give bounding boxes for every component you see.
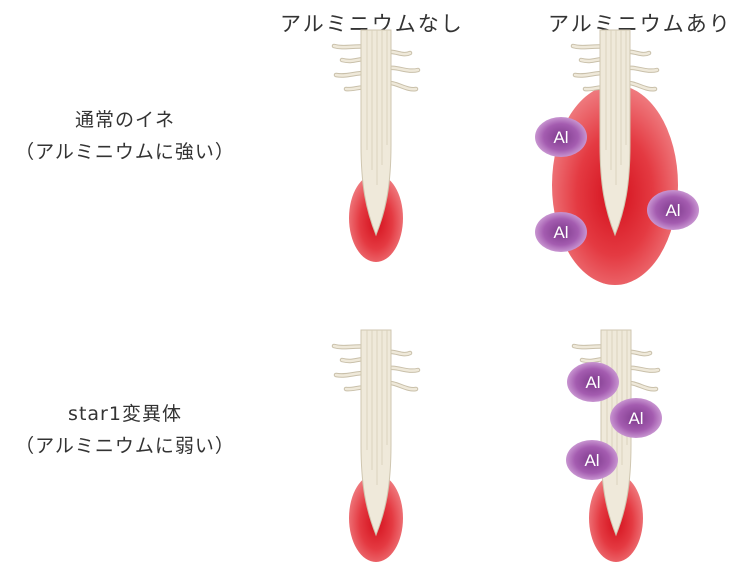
aluminum-ion-label: Al bbox=[553, 223, 568, 242]
rice-root-mutant-without-al bbox=[334, 330, 418, 535]
aluminum-ion-label: Al bbox=[665, 201, 680, 220]
aluminum-ion-label: Al bbox=[585, 373, 600, 392]
aluminum-ion-label: Al bbox=[584, 451, 599, 470]
aluminum-ion-label: Al bbox=[553, 128, 568, 147]
rice-root-normal-without-al bbox=[334, 30, 418, 235]
aluminum-ion-label: Al bbox=[628, 409, 643, 428]
